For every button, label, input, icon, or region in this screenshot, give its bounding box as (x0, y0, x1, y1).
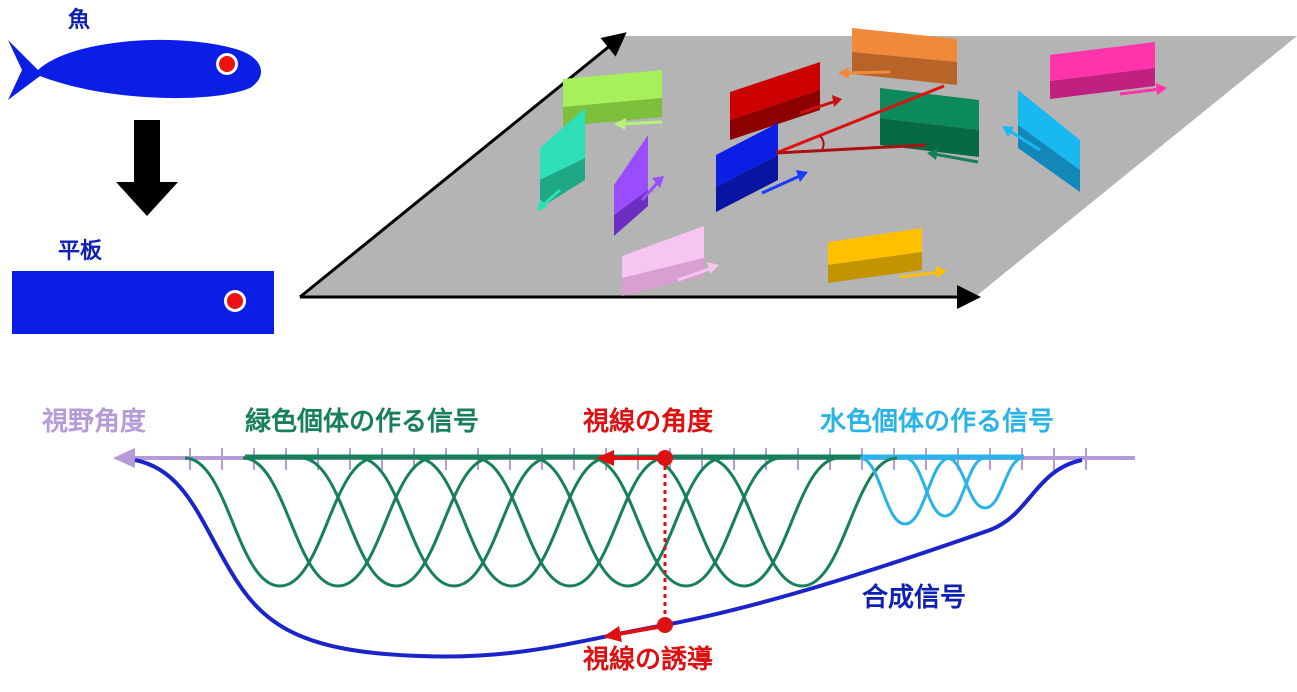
guidance-left-arrow-icon (603, 626, 622, 642)
plate-orange (838, 28, 957, 85)
plate-red (730, 62, 842, 140)
plate-pink (622, 226, 719, 296)
cyan-signal-wave (904, 456, 986, 518)
cyan-signal-wave (946, 456, 1024, 510)
angle-arc (819, 135, 825, 151)
green-signal-wave (532, 456, 724, 588)
axis-left-arrow-icon (113, 448, 135, 468)
green-signal-wave (358, 456, 550, 588)
fish-icon (8, 39, 262, 100)
plate-cyan (1002, 90, 1080, 192)
plate-yellow (828, 228, 947, 283)
green-signal-wave (184, 456, 376, 588)
plate-label: 平板 (58, 239, 103, 264)
view-angle-label: 視野角度 (42, 406, 146, 437)
gaze-angle-label: 視線の角度 (583, 406, 713, 437)
green-signal-wave (706, 456, 898, 588)
composite-label: 合成信号 (862, 582, 966, 613)
plate-violet (614, 135, 664, 236)
green-signal-wave (474, 456, 666, 588)
green-signal-wave (416, 456, 608, 588)
cyan-signal-waves (859, 456, 1024, 526)
plate-blue (716, 123, 808, 212)
plate-lime (563, 70, 663, 130)
green-signal-wave (300, 456, 492, 588)
sight-lines (775, 84, 945, 155)
plate-green (880, 88, 979, 164)
green-signal-wave (590, 456, 782, 588)
plate-icon (12, 271, 274, 334)
green-signal-label: 緑色個体の作る信号 (245, 406, 479, 437)
green-signal-waves (184, 456, 898, 588)
cyan-signal-label: 水色個体の作る信号 (820, 406, 1054, 437)
gaze-guidance-label: 視線の誘導 (583, 644, 713, 675)
green-signal-wave (242, 456, 434, 588)
composite-signal-curve (134, 458, 1083, 659)
plate-teal (537, 108, 585, 211)
fish-label: 魚 (68, 7, 90, 33)
plate-magenta (1050, 42, 1167, 99)
transform-arrow-icon (116, 120, 178, 216)
arena-floor (300, 36, 1297, 297)
gaze-left-arrow-icon (596, 450, 614, 466)
green-signal-wave (648, 456, 840, 588)
cyan-signal-wave (859, 456, 951, 526)
gaze-marker (596, 450, 673, 642)
